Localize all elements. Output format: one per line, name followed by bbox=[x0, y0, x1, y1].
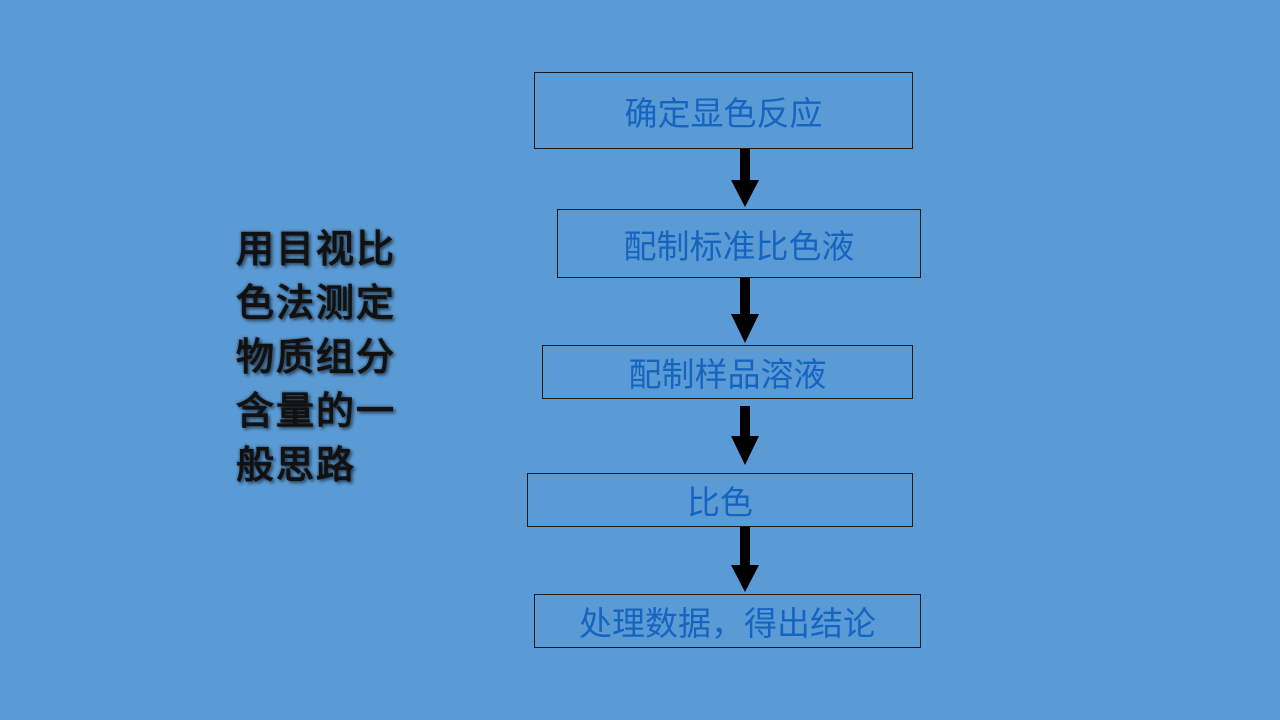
title-line: 含量的一 bbox=[236, 388, 397, 433]
flow-arrow-3 bbox=[731, 406, 759, 465]
title-line: 用目视比 bbox=[236, 226, 397, 271]
step-label: 比色 bbox=[687, 483, 753, 522]
step-box-prepare-standard: 配制标准比色液 bbox=[557, 209, 921, 278]
step-box-compare-color: 比色 bbox=[527, 473, 913, 527]
flow-arrow-4 bbox=[731, 527, 759, 592]
step-label: 处理数据，得出结论 bbox=[579, 604, 876, 643]
title-line: 色法测定 bbox=[236, 280, 397, 325]
flow-arrow-2 bbox=[731, 278, 759, 343]
step-label: 确定显色反应 bbox=[624, 93, 823, 133]
step-box-prepare-sample: 配制样品溶液 bbox=[542, 345, 913, 399]
step-box-process-data: 处理数据，得出结论 bbox=[534, 594, 921, 648]
step-box-determine-reaction: 确定显色反应 bbox=[534, 72, 913, 149]
step-label: 配制标准比色液 bbox=[623, 226, 855, 266]
title-line: 般思路 bbox=[236, 442, 357, 487]
step-label: 配制样品溶液 bbox=[628, 355, 827, 394]
title-line: 物质组分 bbox=[236, 334, 397, 379]
diagram-title: 用目视比 色法测定 物质组分 含量的一 般思路 bbox=[236, 222, 426, 492]
flow-arrow-1 bbox=[731, 149, 759, 207]
